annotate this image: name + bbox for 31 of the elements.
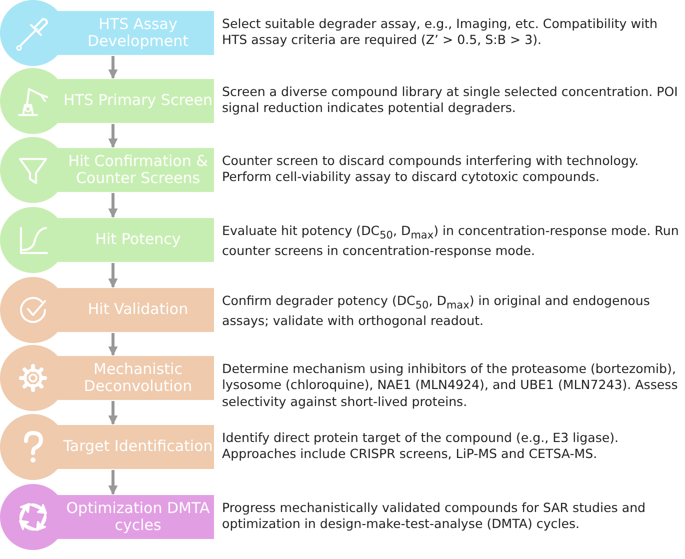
stage-banner <box>0 484 216 550</box>
stage-title: HTS Primary Screen <box>62 90 214 112</box>
arrow <box>108 263 118 288</box>
stage-title: Optimization DMTA cycles <box>65 498 211 536</box>
stage-description: Determine mechanism using inhibitors of the proteasome (bortezomib), lysosome (chloroquine), NAE1 (MLN4924), and UBE1 (MLN7243). Assess selectivity against short-lived proteins. <box>222 361 679 410</box>
stage-title: Hit Confirmation & Counter Screens <box>67 150 209 189</box>
stage-banner <box>0 414 216 480</box>
stage-title: Target Identification <box>62 436 214 458</box>
stage-description: Screen a diverse compound library at single selected concentration. POI signal reduction indicates potential degraders. <box>222 84 679 117</box>
stage-description: Progress mechanistically validated compounds for SAR studies and optimization in design-make-test-analyse (DMTA) cycles. <box>222 500 647 533</box>
stage-title: Mechanistic Deconvolution <box>82 358 194 397</box>
stage-banner <box>0 68 216 134</box>
arrow <box>108 401 118 425</box>
stage-banner <box>0 207 216 273</box>
stage-title: Hit Validation <box>86 299 190 320</box>
stage-banner <box>0 277 216 343</box>
stage-banner <box>0 0 216 66</box>
stage-banner <box>0 345 216 411</box>
stage-description: Select suitable degrader assay, e.g., Imaging, etc. Compatibility with HTS assay criteria are required (Z’ > 0.5, S:B > 3). <box>222 16 658 49</box>
stage-banner <box>0 137 216 203</box>
arrow <box>108 470 118 495</box>
stage-description: Evaluate hit potency (DC$_{50}$, D$_{max}$) in concentration-response mode. Run counter screens in concentration-response mode. <box>222 223 680 260</box>
arrow <box>108 124 118 148</box>
stage-description: Confirm degrader potency (DC$_{50}$, D$_{max}$) in original and endogenous assays; validate with orthogonal readout. <box>222 293 651 330</box>
stage-description: Identify direct protein target of the compound (e.g., E3 ligase). Approaches include CRISPR screens, LiP-MS and CETSA-MS. <box>222 430 620 463</box>
arrow <box>108 193 118 218</box>
stage-description: Counter screen to discard compounds interfering with technology. Perform cell-viability assay to discard cytotoxic compounds. <box>222 153 640 186</box>
stage-title: HTS Assay Development <box>86 14 190 52</box>
stage-title: Hit Potency <box>94 229 182 250</box>
arrow <box>108 56 118 79</box>
arrow <box>108 333 118 356</box>
